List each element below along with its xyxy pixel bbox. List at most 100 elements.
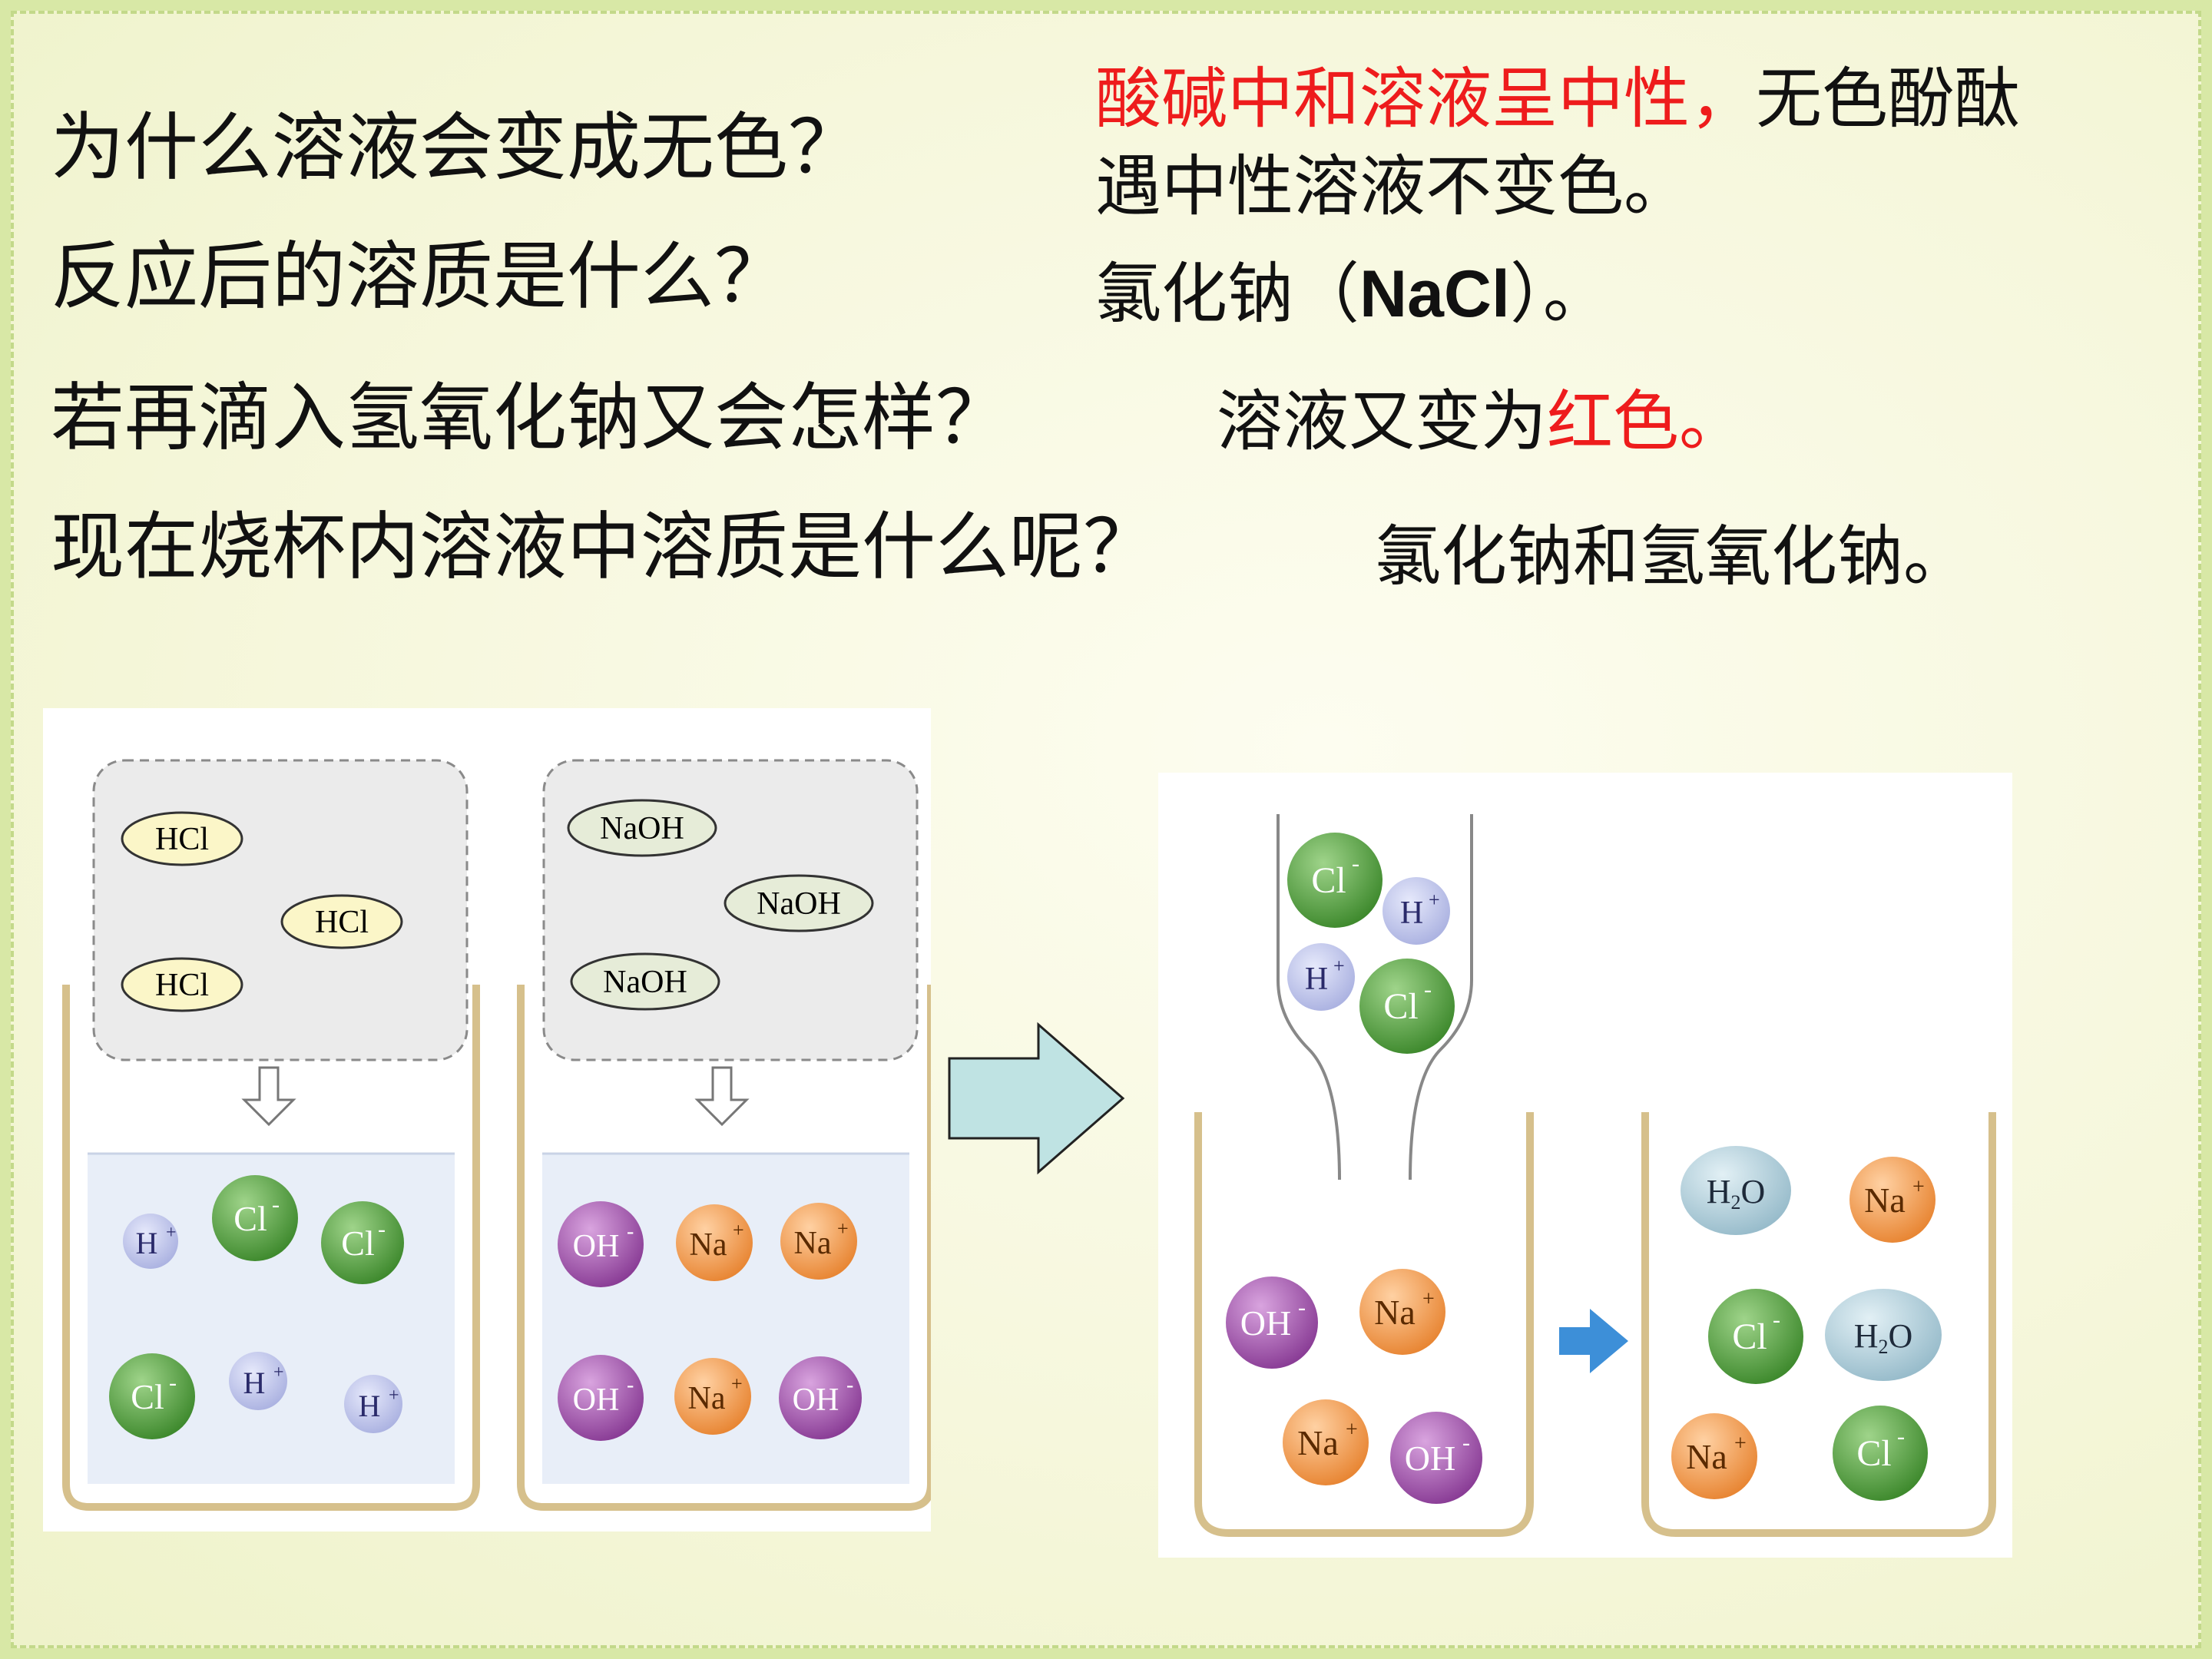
answer-3: 溶液又变为红色。 [1217,389,1745,455]
svg-text:-: - [1897,1424,1905,1449]
svg-text:-: - [846,1373,853,1397]
na-ion: Na+ [674,1358,751,1435]
na-ion: Na+ [1849,1157,1936,1243]
svg-text:Cl: Cl [131,1377,164,1416]
na-ion: Na+ [780,1203,857,1280]
svg-text:+: + [273,1363,284,1382]
svg-text:OH: OH [1405,1439,1455,1478]
oh-ion: OH- [1390,1412,1482,1504]
svg-text:+: + [1429,889,1440,911]
svg-text:+: + [731,1373,743,1395]
question-2: 反应后的溶质是什么？ [51,233,788,320]
svg-text:+: + [733,1219,744,1241]
svg-text:-: - [378,1217,386,1242]
beaker-1 [62,985,480,1511]
left-diagram-panel: HCl HCl HCl NaOH NaOH NaOH H+ [43,708,935,1532]
svg-text:Cl: Cl [1856,1433,1891,1474]
cl-ion: Cl- [109,1353,195,1439]
naoh-label: NaOH [757,886,841,922]
naoh-label: NaOH [603,965,687,1000]
cl-ion: Cl- [1833,1406,1928,1501]
hcl-label: HCl [315,905,369,940]
svg-text:-: - [1298,1295,1306,1320]
answer-1-line-2: 遇中性溶液不变色。 [1095,148,1690,225]
svg-text:+: + [389,1386,399,1406]
naoh-molecule: NaOH [567,799,717,857]
answer-4: 氯化钠和氢氧化钠。 [1375,518,1969,595]
svg-text:-: - [1462,1430,1470,1455]
svg-text:+: + [1422,1287,1435,1311]
svg-text:+: + [166,1223,177,1243]
naoh-label: NaOH [600,811,684,846]
svg-text:-: - [1773,1307,1780,1333]
svg-text:+: + [1333,955,1345,977]
svg-text:Na: Na [1686,1437,1727,1476]
svg-text:-: - [272,1192,280,1217]
svg-text:Na: Na [794,1226,832,1261]
answer-3-red: 红色。 [1547,383,1745,460]
svg-text:OH: OH [573,1229,620,1264]
svg-text:Na: Na [1297,1423,1339,1462]
svg-text:Cl: Cl [1311,860,1346,901]
na-ion: Na+ [676,1204,753,1281]
h-ion: H+ [1287,943,1355,1011]
svg-text:+: + [1912,1175,1925,1199]
beaker-2 [517,985,935,1511]
oh-ion: OH- [1226,1277,1318,1369]
na-ion: Na + [1283,1399,1369,1485]
svg-text:Na: Na [1864,1181,1906,1220]
cl-ion: Cl- [212,1175,298,1261]
svg-text:Cl: Cl [1383,986,1418,1027]
svg-text:OH: OH [1240,1303,1291,1343]
h-ion: H+ [344,1375,402,1433]
beaker-4 [1641,1112,1996,1537]
water-molecule: H2O [1825,1289,1942,1381]
left-diagram: HCl HCl HCl NaOH NaOH NaOH H+ [62,759,935,1511]
oh-ion: OH- [779,1356,862,1439]
svg-text:Cl: Cl [233,1199,267,1238]
svg-text:-: - [169,1370,177,1396]
cl-ion: Cl- [1359,959,1455,1054]
question-4: 现在烧杯内溶液中溶质是什么呢？ [51,504,1157,590]
cl-ion: Cl- [1708,1289,1803,1384]
h-ion: H+ [229,1352,287,1410]
svg-text:Cl: Cl [341,1224,374,1263]
answer-2-pre: 氯化钠（ [1095,256,1359,333]
answer-1-red: 酸碱中和溶液呈中性， [1095,61,1756,137]
svg-text:OH: OH [793,1382,839,1418]
na-ion: Na + [1671,1413,1757,1499]
svg-text:H2O: H2O [1854,1317,1913,1358]
svg-text:H: H [243,1366,266,1400]
hcl-molecule: HCl [121,957,243,1012]
down-arrow-icon [241,1066,296,1127]
svg-text:H: H [359,1389,381,1423]
hcl-label: HCl [155,822,209,857]
down-arrow-icon [694,1066,750,1127]
hcl-molecule: HCl [280,894,403,949]
answer-3-black: 溶液又变为 [1217,383,1547,460]
water-molecule: H2O [1681,1146,1791,1235]
oh-ion: OH- [558,1201,644,1287]
svg-text:+: + [1734,1432,1747,1455]
dropper [1277,814,1341,1181]
answer-1-line-1: 酸碱中和溶液呈中性，无色酚酞 [1095,66,2020,132]
cl-ion: Cl- [1287,833,1382,928]
svg-text:-: - [1352,851,1359,876]
svg-text:H: H [136,1226,158,1260]
naoh-molecule: NaOH [570,952,720,1011]
answer-2-post: ）。 [1509,256,1609,333]
svg-text:-: - [1424,977,1432,1002]
naoh-molecule: NaOH [724,874,874,932]
svg-text:H2O: H2O [1707,1173,1766,1214]
svg-text:H: H [1305,962,1328,997]
svg-text:Cl: Cl [1732,1316,1767,1357]
blue-arrow-icon [1559,1309,1628,1373]
svg-text:-: - [627,1220,634,1243]
right-diagram: Cl- H+ H+ Cl- OH- Na+ Na+ OH- H2O Na+ Cl… [1194,814,1996,1537]
svg-text:+: + [1346,1418,1358,1442]
svg-text:H: H [1400,896,1423,931]
na-ion: Na+ [1359,1269,1445,1355]
right-arrow-icon [948,1022,1125,1175]
beaker-3 [1194,1112,1534,1537]
question-1: 为什么溶液会变成无色？ [51,104,862,190]
